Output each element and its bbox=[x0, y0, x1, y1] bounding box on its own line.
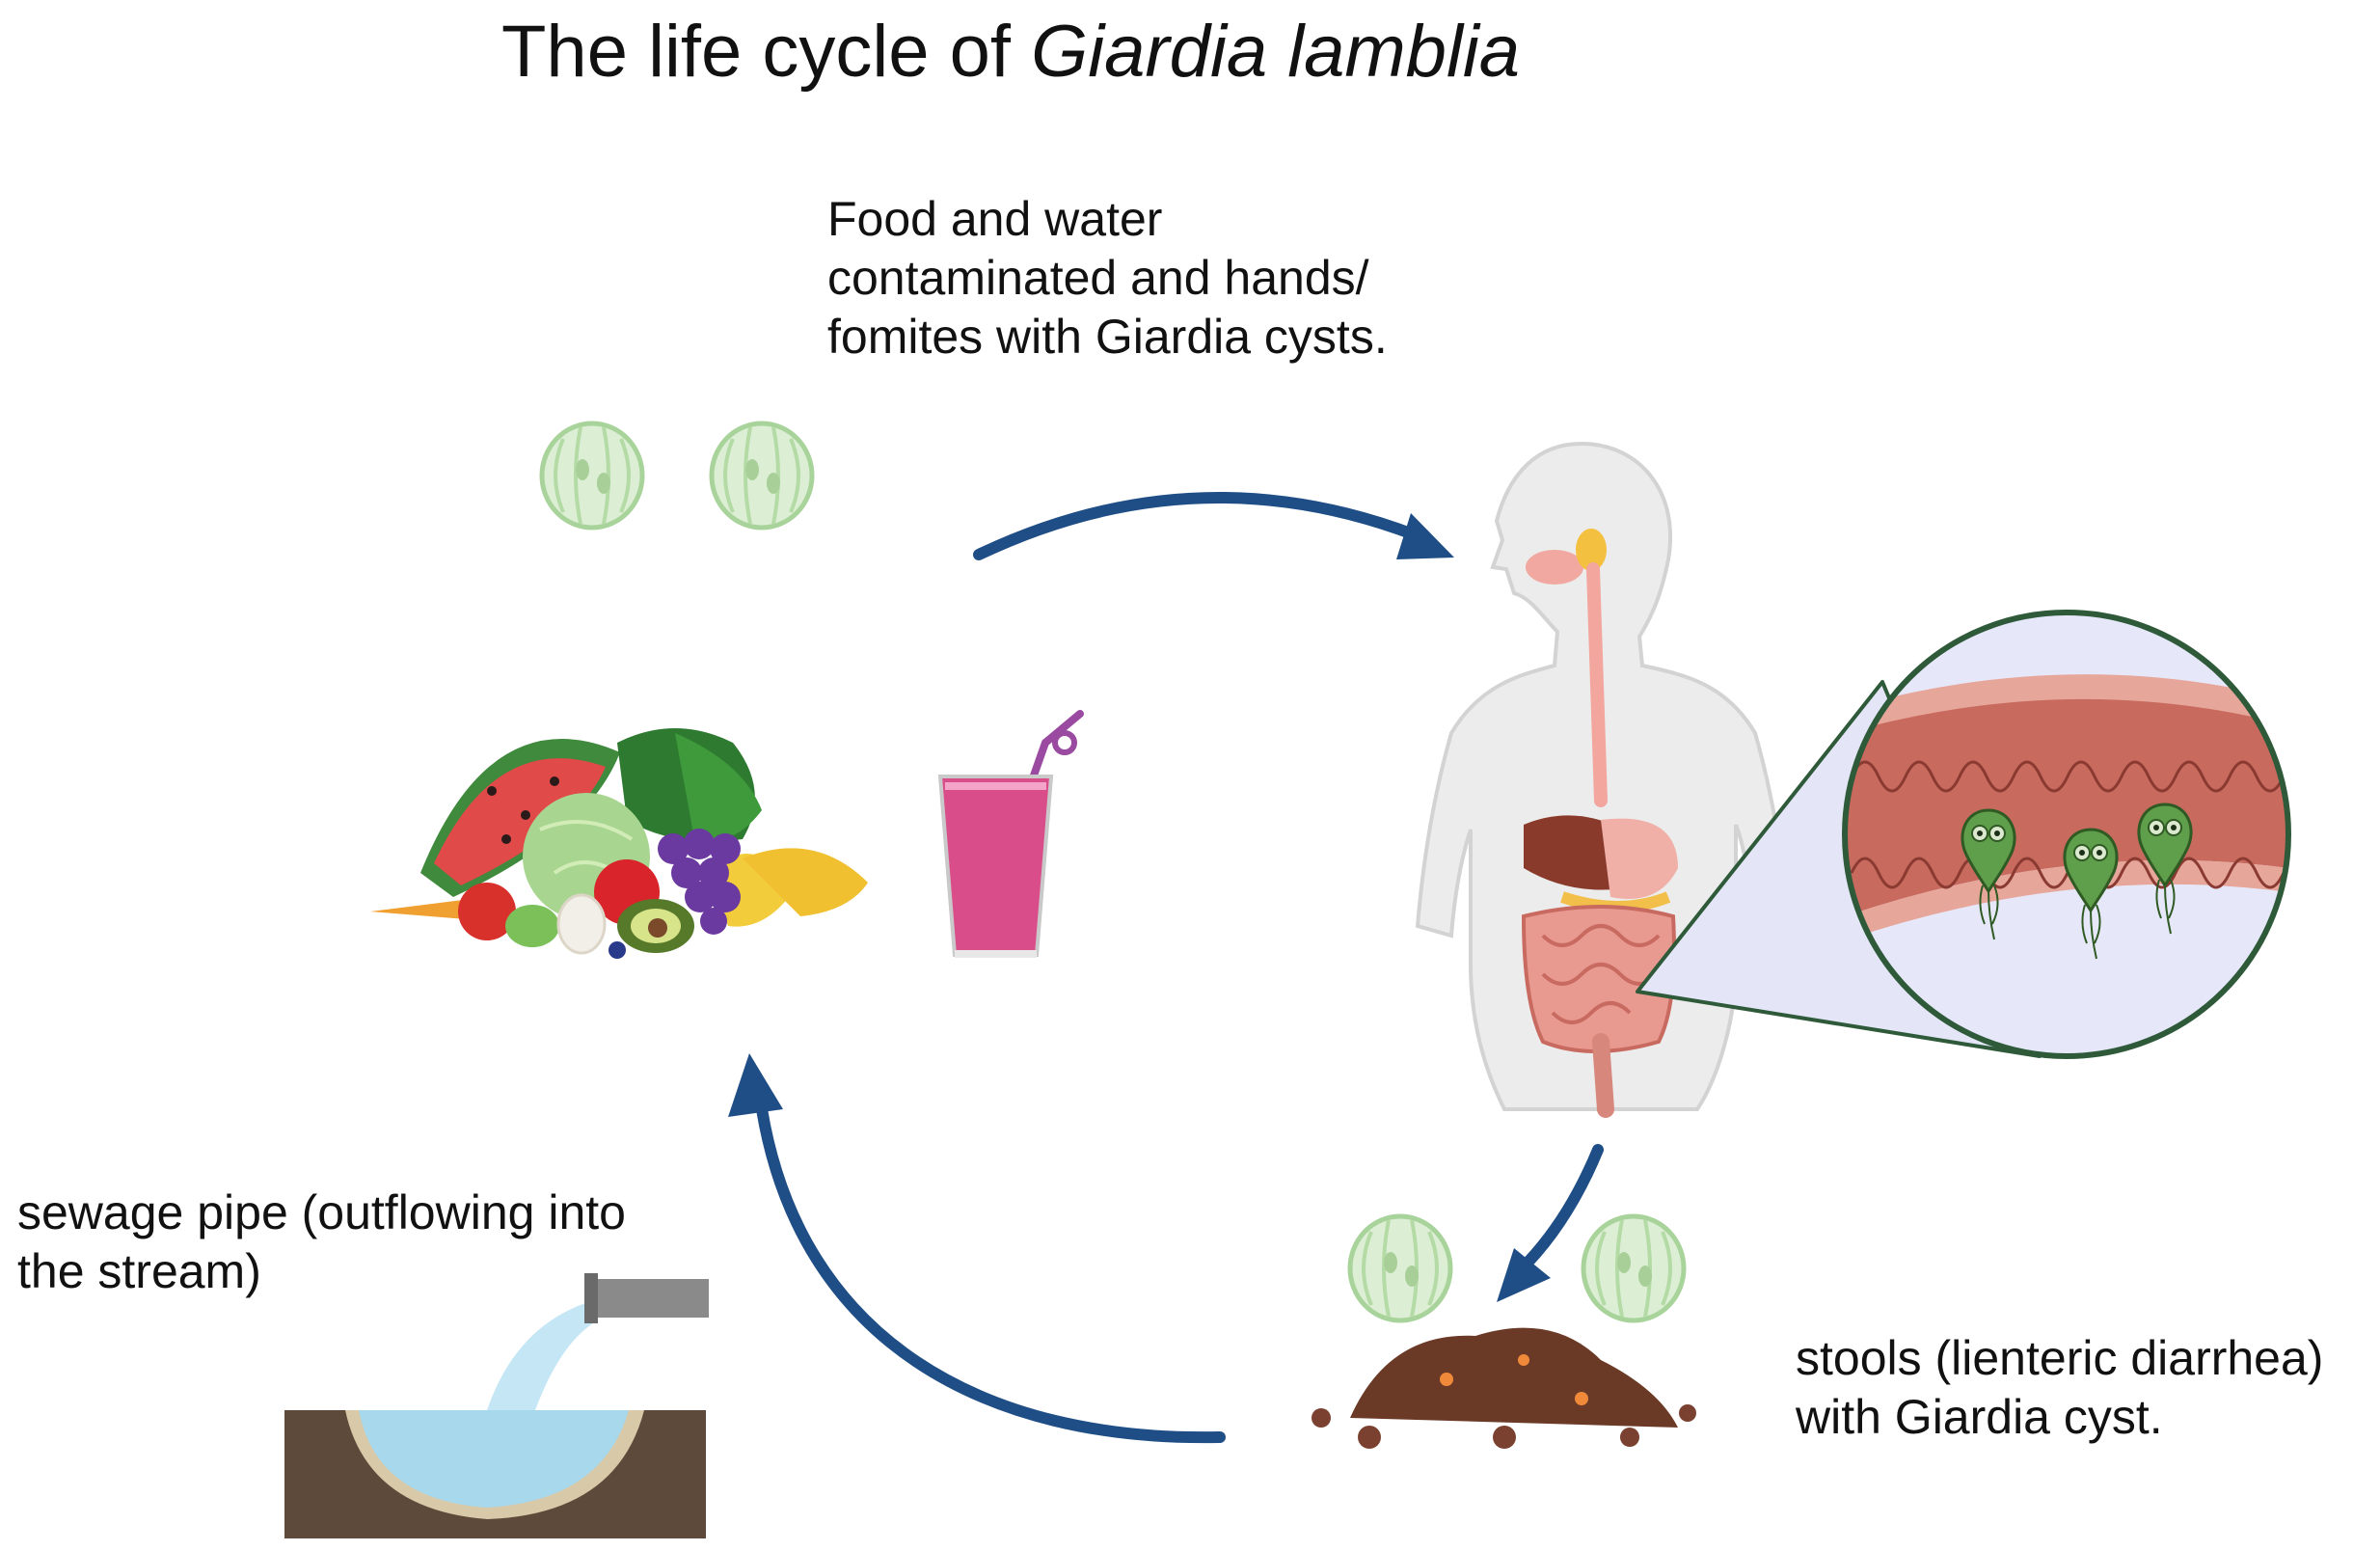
sewage-pipe-icon bbox=[284, 1273, 709, 1538]
arrow-human-to-stool-head bbox=[1497, 1248, 1551, 1302]
arrow-food-to-human-head bbox=[1396, 513, 1454, 559]
cycle-arrows bbox=[728, 491, 1604, 1444]
arrow-human-to-stool bbox=[1523, 1144, 1604, 1267]
label-stools: stools (lienteric diarrhea) with Giardia… bbox=[1796, 1331, 2324, 1444]
giardia-cyst-icon bbox=[1350, 1216, 1450, 1320]
giardia-cyst-icon bbox=[542, 423, 642, 528]
title-prefix: The life cycle of bbox=[501, 11, 1032, 93]
diagram-title: The life cycle of Giardia lamblia bbox=[501, 8, 1520, 95]
smoothie-glass-icon bbox=[937, 710, 1084, 958]
human-body-digestive-icon bbox=[1415, 441, 1792, 1118]
title-species: Giardia lamblia bbox=[1031, 11, 1520, 93]
giardia-cyst-icon bbox=[712, 423, 812, 528]
fruits-vegetables-icon bbox=[370, 728, 868, 959]
arrow-food-to-human bbox=[973, 491, 1421, 560]
giardia-cyst-icon bbox=[1583, 1216, 1684, 1320]
stool-pile-icon bbox=[1312, 1327, 1696, 1449]
arrow-stool-to-food bbox=[756, 1103, 1226, 1444]
intestine-magnified-icon bbox=[1636, 610, 2291, 1059]
label-food-water: Food and water contaminated and hands/ f… bbox=[827, 192, 1388, 364]
arrow-stool-to-food-head bbox=[728, 1053, 783, 1117]
label-sewage-pipe: sewage pipe (outflowing into the stream) bbox=[17, 1185, 626, 1298]
